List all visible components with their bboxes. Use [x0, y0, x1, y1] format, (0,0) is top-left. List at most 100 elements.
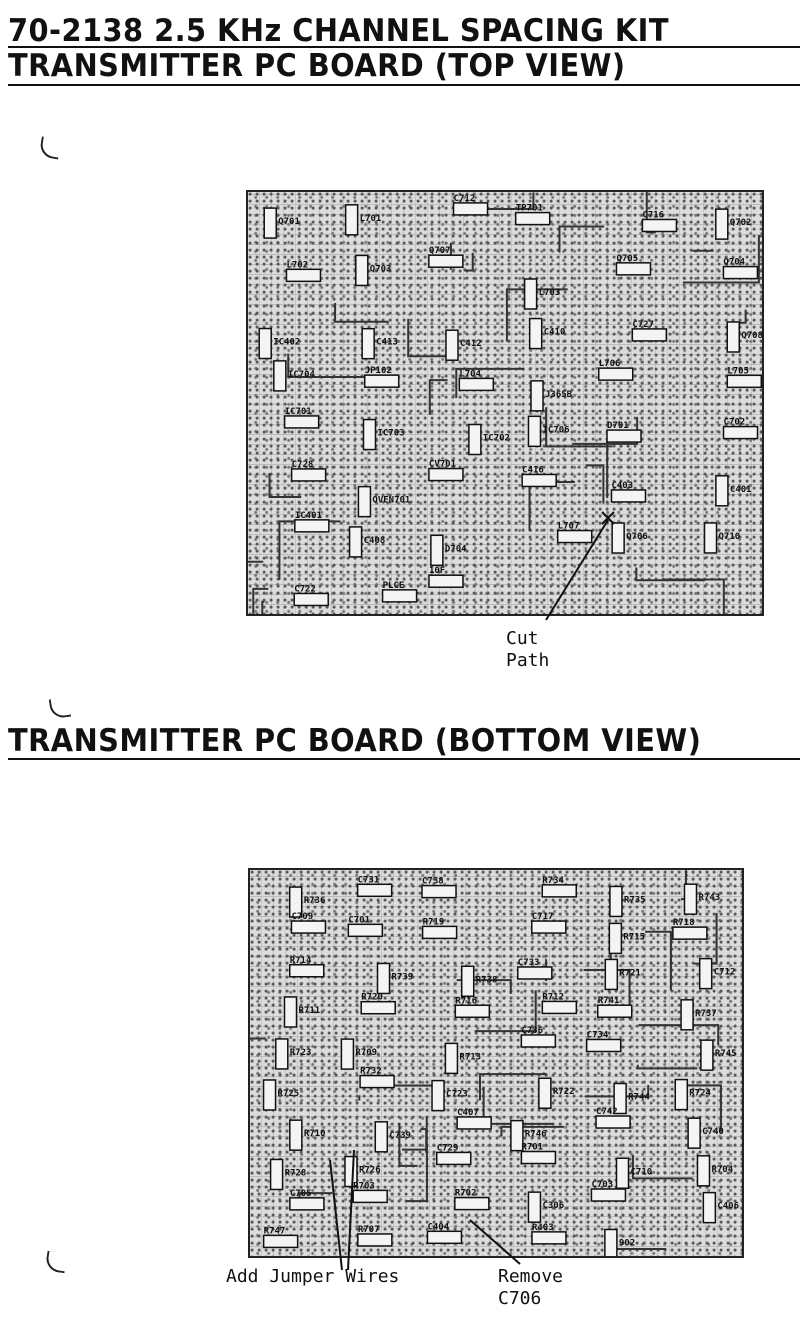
- component-label: IC703: [377, 429, 404, 439]
- component-outline: [680, 999, 694, 1031]
- component-outline: [606, 429, 642, 443]
- component-outline: [347, 923, 384, 938]
- component-outline: [700, 1039, 714, 1071]
- component-outline: [431, 1079, 445, 1112]
- component-outline: [590, 1188, 627, 1202]
- board-trace: [250, 1037, 266, 1040]
- board-trace: [558, 225, 605, 253]
- component-label: C712: [454, 194, 476, 204]
- component-label: R716: [455, 996, 477, 1006]
- component-label: R710: [304, 1129, 326, 1139]
- component-label: R718: [673, 918, 695, 928]
- component-label: R704: [711, 1165, 733, 1175]
- component-outline: [611, 522, 625, 554]
- component-label: C407: [457, 1108, 479, 1118]
- component-label: R724: [689, 1089, 711, 1099]
- board-trace: [428, 379, 448, 415]
- board-trace: [474, 990, 537, 1033]
- component-label: C736: [521, 1026, 543, 1036]
- component-outline: [683, 883, 698, 915]
- component-outline: [597, 367, 634, 381]
- remove-label: Remove: [498, 1266, 564, 1287]
- component-label: R737: [695, 1009, 717, 1019]
- component-outline: [283, 415, 320, 429]
- component-label: IC701: [285, 407, 312, 417]
- component-outline: [444, 1042, 459, 1075]
- component-outline: [340, 1038, 355, 1070]
- component-label: L704: [459, 369, 481, 379]
- component-label: R702: [455, 1189, 477, 1199]
- component-outline: [608, 922, 623, 955]
- component-outline: [604, 958, 619, 991]
- component-label: 902: [619, 1238, 635, 1248]
- component-label: C729: [437, 1143, 459, 1153]
- component-label: R738: [476, 975, 498, 985]
- component-outline: [521, 473, 557, 488]
- component-label: R739: [392, 972, 414, 982]
- board-trace: [572, 416, 639, 445]
- component-outline: [609, 885, 623, 918]
- component-label: J365B: [545, 390, 573, 400]
- component-label: TP701: [516, 204, 543, 214]
- component-outline: [362, 418, 377, 451]
- board-trace: [478, 1073, 548, 1101]
- component-outline: [290, 468, 327, 482]
- section-rule: [8, 84, 800, 86]
- component-outline: [452, 202, 489, 216]
- component-outline: [363, 374, 400, 388]
- board-trace: [464, 252, 474, 272]
- component-label: Q705: [616, 254, 638, 264]
- component-label: Q703: [370, 264, 392, 274]
- component-outline: [374, 1121, 389, 1153]
- component-outline: [263, 207, 277, 239]
- path-label: Path: [506, 650, 550, 671]
- component-label: IC704: [288, 370, 316, 380]
- component-label: L701: [360, 214, 382, 224]
- component-label: C403: [611, 481, 633, 491]
- component-label: C703: [591, 1180, 613, 1190]
- page-title: 70-2138 2.5 KHz CHANNEL SPACING KIT: [8, 13, 669, 49]
- component-label: Q702: [730, 218, 752, 228]
- component-outline: [435, 1151, 472, 1166]
- component-outline: [262, 1234, 299, 1249]
- component-outline: [357, 485, 372, 518]
- component-label: PLCE: [383, 581, 405, 591]
- component-label: Q707: [429, 246, 451, 256]
- component-outline: [596, 1004, 633, 1018]
- component-outline: [288, 886, 303, 918]
- board-trace: [500, 1125, 564, 1137]
- component-label: C413: [376, 338, 398, 348]
- component-label: C723: [446, 1090, 468, 1100]
- component-label: R743: [698, 893, 720, 903]
- component-outline: [275, 1038, 289, 1070]
- component-outline: [355, 254, 369, 287]
- board-trace: [252, 587, 269, 614]
- board-trace: [407, 318, 454, 358]
- component-label: C733: [518, 958, 540, 968]
- board-trace: [406, 1143, 428, 1203]
- board-trace: [248, 560, 264, 563]
- component-outline: [357, 1233, 393, 1247]
- component-outline: [687, 1117, 701, 1149]
- component-label: C709: [291, 912, 313, 922]
- component-label: C716: [642, 210, 664, 220]
- component-outline: [722, 425, 759, 440]
- component-label: C710: [631, 1167, 653, 1177]
- component-outline: [585, 1038, 622, 1053]
- component-outline: [702, 1191, 717, 1224]
- component-outline: [514, 211, 551, 226]
- component-label: OVEN701: [372, 496, 410, 506]
- component-label: C408: [364, 536, 386, 546]
- component-outline: [722, 265, 759, 280]
- component-outline: [520, 1034, 557, 1048]
- component-label: C742: [596, 1107, 618, 1117]
- component-label: IC402: [273, 338, 300, 348]
- callout-arrows: [329, 1149, 521, 1270]
- component-outline: [428, 467, 464, 482]
- component-label: R736: [304, 896, 326, 906]
- component-outline: [527, 1191, 542, 1223]
- component-outline: [538, 1077, 552, 1109]
- component-label: C727: [632, 320, 654, 330]
- component-outline: [269, 1158, 284, 1191]
